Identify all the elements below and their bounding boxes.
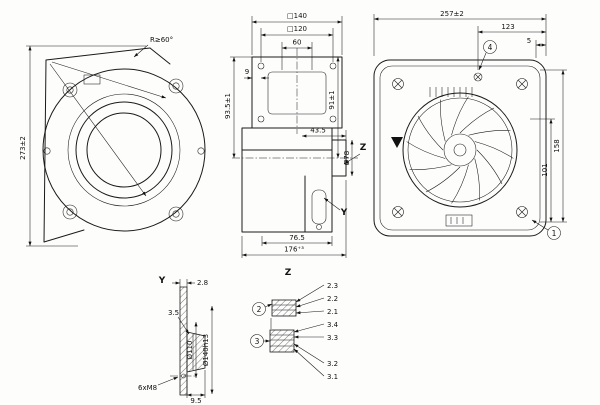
housing-flange-plate <box>43 47 171 243</box>
dim-flange-outer: □140 <box>251 12 343 55</box>
dim-140h13-label: Ø140h13 <box>202 334 210 366</box>
dim-width-257: 257±2 <box>373 10 547 56</box>
flange-holes <box>257 62 337 123</box>
callout-2: 2 <box>252 302 273 316</box>
dim-110-label: Ø110 <box>186 341 194 360</box>
layer-label-2-1: 2.1 <box>327 308 338 316</box>
dim-78-label: Ø78 <box>343 151 351 165</box>
inlet-rings <box>67 93 181 207</box>
dim-123: 123 <box>477 23 546 70</box>
dim-120-label: □120 <box>287 25 307 33</box>
dim-depth: 176⁺³ <box>241 180 347 258</box>
dim-2-8-label: 2.8 <box>197 279 208 287</box>
seam-pointer-lines <box>49 61 167 197</box>
dim-43-label: 43.5 <box>310 127 326 135</box>
dim-93-label: 93.5±1 <box>224 93 232 119</box>
thread-note: 6xM8 <box>138 376 179 392</box>
dim-110: Ø110 <box>186 322 198 378</box>
dim-176-label: 176⁺³ <box>284 246 304 254</box>
detail-view-y: Y 2.8 3.5 Ø110 Ø140h13 6xM8 <box>138 276 214 405</box>
volute-housing-outline <box>42 68 206 232</box>
rating-label <box>445 214 473 227</box>
radius-note-label: R≥60° <box>150 36 173 44</box>
view-arrow-y: Y <box>323 197 348 218</box>
dim-140h13: Ø140h13 <box>202 306 214 394</box>
dim-flange-inner: □120 <box>260 25 334 62</box>
mounting-holes <box>43 78 205 222</box>
callout-1-number: 1 <box>552 229 557 238</box>
layer-label-3-4: 3.4 <box>327 321 339 329</box>
grille-slats <box>406 96 514 204</box>
dim-hole-pitch: 60 <box>281 39 313 70</box>
dim-76-label: 76.5 <box>289 234 305 242</box>
dim-91-label: 91±1 <box>328 90 336 109</box>
dim-outlet-width: 76.5 <box>261 234 333 246</box>
corner-screws <box>392 72 528 218</box>
dim-158-label: 158 <box>553 139 561 152</box>
callout-2-number: 2 <box>257 305 262 314</box>
callout-1: 1 <box>531 219 561 240</box>
dimension-273: 273±2 <box>19 45 146 247</box>
layer-stack-2 <box>271 299 297 317</box>
detail-view-z: Z 2.3 2.2 2.1 3.4 3.3 3. <box>250 268 339 381</box>
vent-slots <box>429 87 473 97</box>
radius-note: R≥60° <box>133 36 173 58</box>
side-view: □140 □120 60 9 93.5±1 91±1 <box>224 12 367 258</box>
dim-9-label: 9 <box>245 68 249 76</box>
callout-3: 3 <box>250 334 270 348</box>
dim-9-5: 9.5 <box>186 370 206 405</box>
layer-label-3-3: 3.3 <box>327 334 338 342</box>
dim-right-height: 91±1 <box>328 57 340 158</box>
callout-4: 4 <box>478 40 497 71</box>
dim-158: 158 <box>540 69 567 223</box>
layer-leader-lines <box>293 284 325 377</box>
view-z-label: Z <box>360 143 367 153</box>
dim-3-5: 3.5 <box>168 309 190 335</box>
dim-101: 101 <box>530 118 555 222</box>
layer-label-3-1: 3.1 <box>327 373 338 381</box>
callout-3-number: 3 <box>255 337 260 346</box>
rear-housing-outline <box>373 59 547 237</box>
fan-grille <box>402 92 518 208</box>
rear-housing-inner-edge <box>379 65 541 231</box>
dim-9-5-label: 9.5 <box>190 397 201 405</box>
layer-label-2-2: 2.2 <box>327 295 338 303</box>
view-arrow-z: Z <box>343 143 367 165</box>
dim-140-label: □140 <box>287 12 307 20</box>
dim-3-5-label: 3.5 <box>168 309 179 317</box>
detail-z-label: Z <box>285 268 292 278</box>
warning-triangle-icon <box>391 137 403 148</box>
dim-offset-9: 9 <box>244 68 269 80</box>
dim-2-8: 2.8 <box>172 279 208 287</box>
dim-5: 5 <box>527 37 546 58</box>
layer-label-2-3: 2.3 <box>327 282 338 290</box>
inlet-opening <box>267 71 327 115</box>
front-view: 273±2 R≥60° <box>19 36 206 247</box>
dim-left-height: 93.5±1 <box>224 56 252 158</box>
thread-note-label: 6xM8 <box>138 384 157 392</box>
blower-body-outline <box>241 127 347 233</box>
brand-label-box <box>83 74 101 85</box>
dim-bore: Ø78 <box>343 140 354 176</box>
layer-labels: 2.3 2.2 2.1 3.4 3.3 3.2 3.1 <box>327 282 339 381</box>
dim-257-label: 257±2 <box>440 10 464 18</box>
dim-123-label: 123 <box>501 23 514 31</box>
layer-stack-3 <box>269 329 295 353</box>
dim-outlet-offset: 43.5 <box>302 127 347 140</box>
rear-view: 257±2 123 5 158 101 4 <box>373 10 567 240</box>
view-y-label: Y <box>340 208 348 218</box>
callout-4-number: 4 <box>488 43 493 52</box>
top-fixing-screw <box>473 72 483 82</box>
dim-5-label: 5 <box>527 37 531 45</box>
dim-60-label: 60 <box>293 39 302 47</box>
dim-height-label: 273±2 <box>19 136 27 160</box>
detail-y-label: Y <box>158 276 166 286</box>
dim-101-label: 101 <box>541 163 549 176</box>
layer-label-3-2: 3.2 <box>327 360 338 368</box>
